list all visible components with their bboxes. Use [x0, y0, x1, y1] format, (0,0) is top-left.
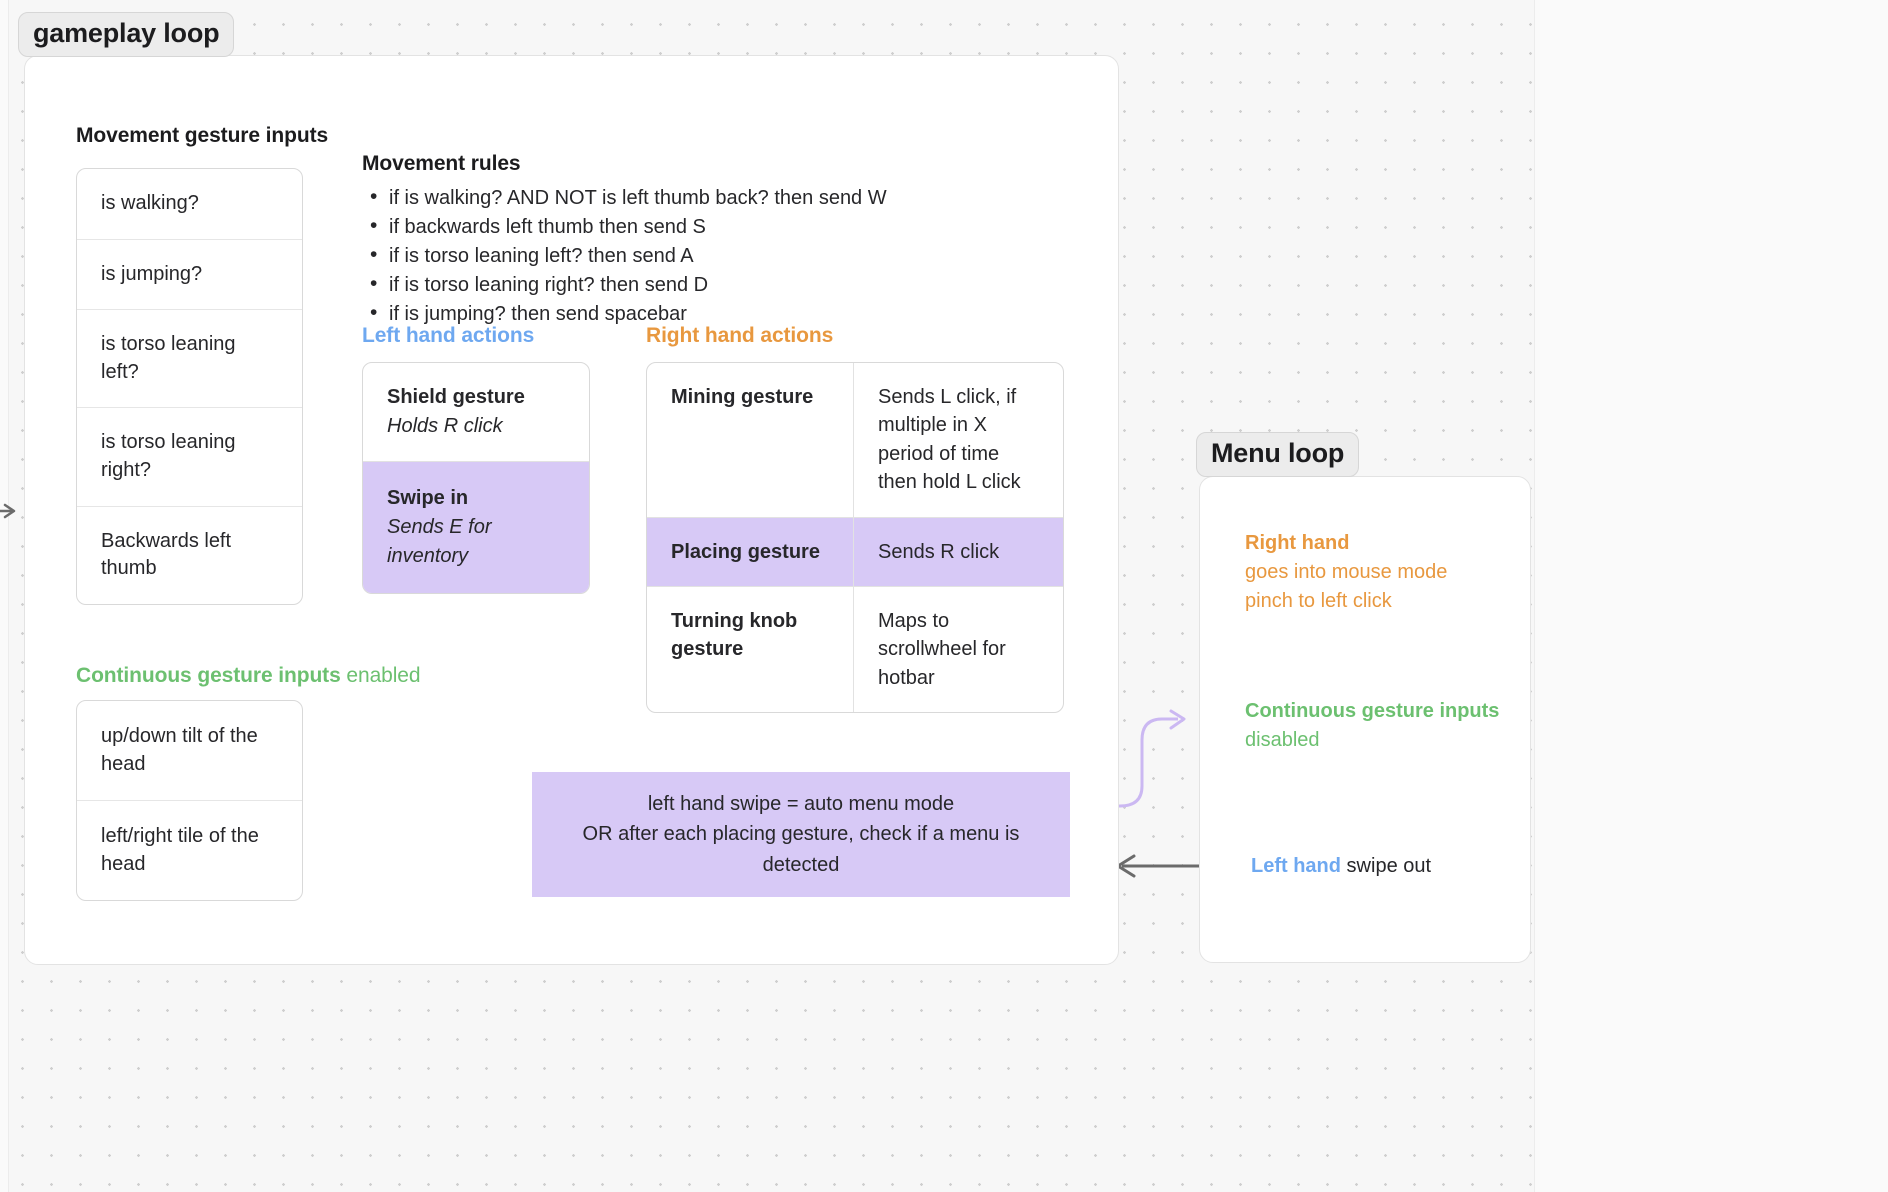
auto-menu-mode-callout[interactable]: left hand swipe = auto menu mode OR afte… — [532, 772, 1070, 898]
menu-continuous-title: Continuous gesture inputs — [1245, 700, 1500, 722]
heading-movement-gesture-inputs: Movement gesture inputs — [76, 124, 329, 147]
menu-right-hand-block: Right hand goes into mouse mode pinch to… — [1245, 529, 1510, 615]
heading-continuous-gesture-inputs: Continuous gesture inputs enabled — [76, 664, 421, 688]
list-item[interactable]: left/right tile of the head — [101, 825, 259, 875]
menu-continuous-state: disabled — [1245, 728, 1320, 751]
row-gesture: Placing gesture — [647, 517, 854, 587]
frame-label-menu-loop[interactable]: Menu loop — [1196, 432, 1360, 477]
list-item[interactable]: is torso leaning left? — [77, 310, 302, 409]
heading-left-hand-actions: Left hand actions — [362, 324, 535, 347]
menu-right-hand-line-1: goes into mouse mode — [1245, 560, 1448, 583]
list-item[interactable]: is walking? — [77, 169, 302, 240]
connector-menu-exit-arrowhead — [1116, 854, 1136, 878]
row-action: Sends L click, if multiple in X period o… — [854, 363, 1063, 518]
movement-gesture-input-list[interactable]: is walking? is jumping? is torso leaning… — [76, 168, 303, 605]
row-subtitle: Holds R click — [387, 415, 503, 437]
menu-right-hand-line-2: pinch to left click — [1245, 589, 1392, 612]
row-title: Shield gesture — [387, 386, 525, 408]
canvas-right-edge — [1534, 0, 1888, 1192]
continuous-gesture-input-list[interactable]: up/down tilt of the head left/right tile… — [76, 700, 303, 902]
continuous-heading-label: Continuous gesture inputs — [76, 664, 341, 687]
frame-menu-loop[interactable] — [1199, 476, 1531, 963]
movement-rules-block: Movement rules if is walking? AND NOT is… — [362, 152, 922, 333]
movement-rules-list: if is walking? AND NOT is left thumb bac… — [362, 186, 922, 324]
left-hand-actions-table[interactable]: Shield gesture Holds R click Swipe in Se… — [362, 362, 590, 594]
row-title: Swipe in — [387, 487, 469, 509]
rule-item: if is torso leaning left? then send A — [362, 244, 922, 266]
list-item[interactable]: is jumping? — [77, 240, 302, 311]
menu-continuous-block: Continuous gesture inputs disabled — [1245, 697, 1510, 755]
rule-item: if is walking? AND NOT is left thumb bac… — [362, 186, 922, 208]
menu-exit-label: Left hand swipe out — [1251, 855, 1431, 878]
right-hand-actions-table[interactable]: Mining gesture Sends L click, if multipl… — [646, 362, 1064, 714]
heading-movement-rules: Movement rules — [362, 152, 521, 175]
menu-right-hand-title: Right hand — [1245, 532, 1350, 554]
row-gesture: Turning knob gesture — [647, 586, 854, 713]
list-item[interactable]: Backwards left thumb — [101, 529, 232, 580]
list-item[interactable]: is torso leaning right? — [77, 408, 302, 507]
menu-exit-rest: swipe out — [1341, 855, 1432, 877]
canvas-left-edge — [0, 0, 9, 1192]
callout-line-1: left hand swipe = auto menu mode — [647, 793, 955, 815]
row-action: Sends R click — [854, 517, 1063, 587]
rule-item: if backwards left thumb then send S — [362, 215, 922, 237]
row-subtitle: Sends E for inventory — [387, 516, 492, 567]
menu-exit-bold: Left hand — [1251, 855, 1341, 877]
rule-item: if is jumping? then send spacebar — [362, 302, 922, 324]
row-gesture: Mining gesture — [647, 363, 854, 518]
row-action: Maps to scrollwheel for hotbar — [878, 609, 1006, 689]
connector-callout-to-menu-arrowhead — [1169, 709, 1186, 730]
continuous-state-badge: enabled — [346, 664, 421, 687]
table-row[interactable]: Swipe in Sends E for inventory — [363, 462, 589, 593]
callout-line-2: OR after each placing gesture, check if … — [582, 823, 1020, 876]
list-item[interactable]: up/down tilt of the head — [77, 701, 302, 802]
rule-item: if is torso leaning right? then send D — [362, 273, 922, 295]
table-row[interactable]: Shield gesture Holds R click — [363, 363, 589, 462]
heading-right-hand-actions: Right hand actions — [646, 324, 834, 347]
frame-label-gameplay-loop[interactable]: gameplay loop — [18, 12, 235, 57]
